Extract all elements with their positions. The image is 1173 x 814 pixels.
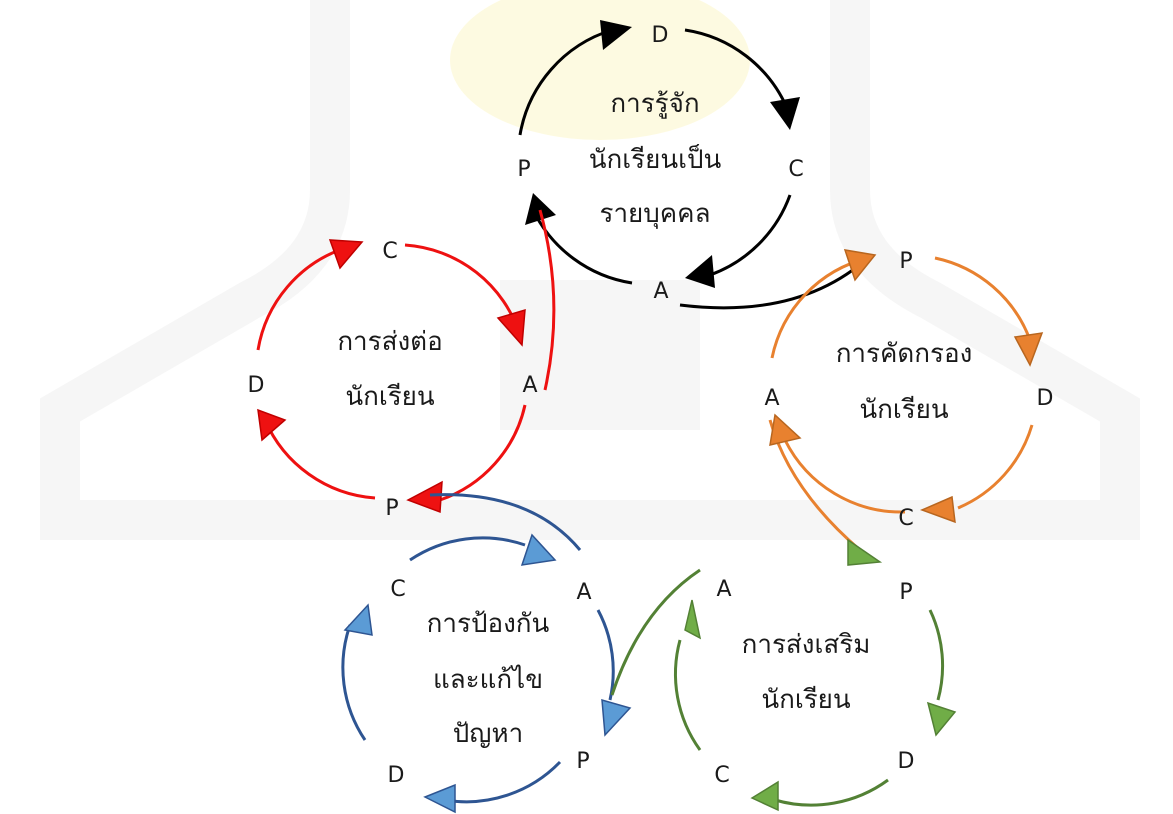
cycle-title-line: นักเรียน (345, 382, 435, 412)
cycle-title-line: นักเรียนเป็น (589, 143, 722, 175)
arrow-head (423, 783, 456, 814)
cycle-title-line: การส่งต่อ (337, 327, 442, 357)
cycle-individual: D C A P การรู้จัก นักเรียนเป็น รายบุคคล (517, 20, 804, 304)
arc-c-to-a (709, 194, 792, 277)
cycle-title-line: การป้องกัน (427, 609, 550, 639)
label-d: D (1037, 386, 1054, 411)
label-p: P (576, 749, 589, 774)
arrow-head (601, 698, 632, 737)
label-a: A (522, 373, 537, 398)
arc-a-to-p (596, 609, 615, 701)
label-a: A (716, 577, 731, 602)
arrow-head (328, 239, 364, 270)
label-a: A (576, 580, 591, 605)
arc-p-to-d (444, 760, 562, 804)
arrow-head (919, 495, 956, 524)
label-p: P (517, 157, 530, 182)
label-c: C (390, 577, 405, 602)
label-p: P (899, 249, 912, 274)
arc-d-to-c (774, 778, 889, 807)
label-c: C (898, 506, 913, 531)
arc-c-to-a (409, 536, 526, 562)
arc-a-to-p (531, 209, 633, 285)
cycle-screening: P D C A การคัดกรอง นักเรียน (764, 249, 1054, 552)
arc-d-to-c (256, 246, 346, 351)
arrow-head (843, 249, 877, 282)
arrow-head (520, 533, 557, 566)
cycle-title-line: การส่งเสริม (742, 630, 871, 660)
label-d: D (248, 373, 265, 398)
label-c: C (714, 763, 729, 788)
arrow-head (600, 20, 632, 50)
arrow-head (1013, 332, 1044, 367)
arrow-head (769, 413, 802, 446)
arc-c-to-a (783, 439, 906, 514)
connector-prevention-to-promotion (610, 568, 701, 696)
arrow-head (847, 538, 883, 566)
arrow-head (343, 603, 373, 636)
arrow-head (525, 193, 556, 225)
label-p: P (385, 496, 398, 521)
arrow-head (770, 97, 800, 130)
cycle-title-line: นักเรียน (859, 395, 949, 425)
arrow-head (750, 780, 779, 812)
label-d: D (898, 749, 915, 774)
arc-p-to-d (263, 419, 376, 500)
cycle-referral: C A P D การส่งต่อ นักเรียน (248, 209, 556, 521)
cycle-prevention: C A P D การป้องกัน และแก้ไข ปัญหา (341, 493, 632, 814)
label-c: C (382, 239, 397, 264)
watermark (40, 0, 1140, 540)
cycle-title-line: การคัดกรอง (836, 339, 973, 369)
label-c: C (788, 157, 803, 182)
arc-c-to-a (673, 639, 702, 751)
cycle-promotion: A P D C การส่งเสริม นักเรียน (610, 538, 957, 812)
arrow-head (406, 480, 443, 514)
cycle-title-line: และแก้ไข (433, 664, 543, 695)
connector-referral-to-individual (538, 209, 556, 391)
arc-p-to-d (928, 609, 945, 701)
label-a: A (764, 386, 779, 411)
arrow-head (257, 408, 287, 442)
arc-p-to-d (518, 28, 613, 136)
cycle-title-line: นักเรียน (761, 685, 851, 715)
cycle-title-line: รายบุคคล (599, 199, 710, 229)
label-a: A (653, 279, 668, 304)
label-d: D (652, 23, 669, 48)
cycle-title-line: การรู้จัก (610, 89, 699, 119)
label-p: P (899, 580, 912, 605)
arc-p-to-d (934, 256, 1032, 341)
arc-d-to-c (957, 424, 1034, 510)
arc-d-to-c (341, 624, 367, 741)
arrow-head (926, 701, 957, 737)
label-d: D (388, 763, 405, 788)
arrow-head (684, 599, 702, 640)
connector-referral-to-prevention (429, 493, 582, 551)
cycle-title-line: ปัญหา (453, 719, 523, 749)
arrow-head (685, 255, 715, 288)
arrow-head (496, 308, 526, 347)
arc-d-to-c (684, 28, 789, 109)
